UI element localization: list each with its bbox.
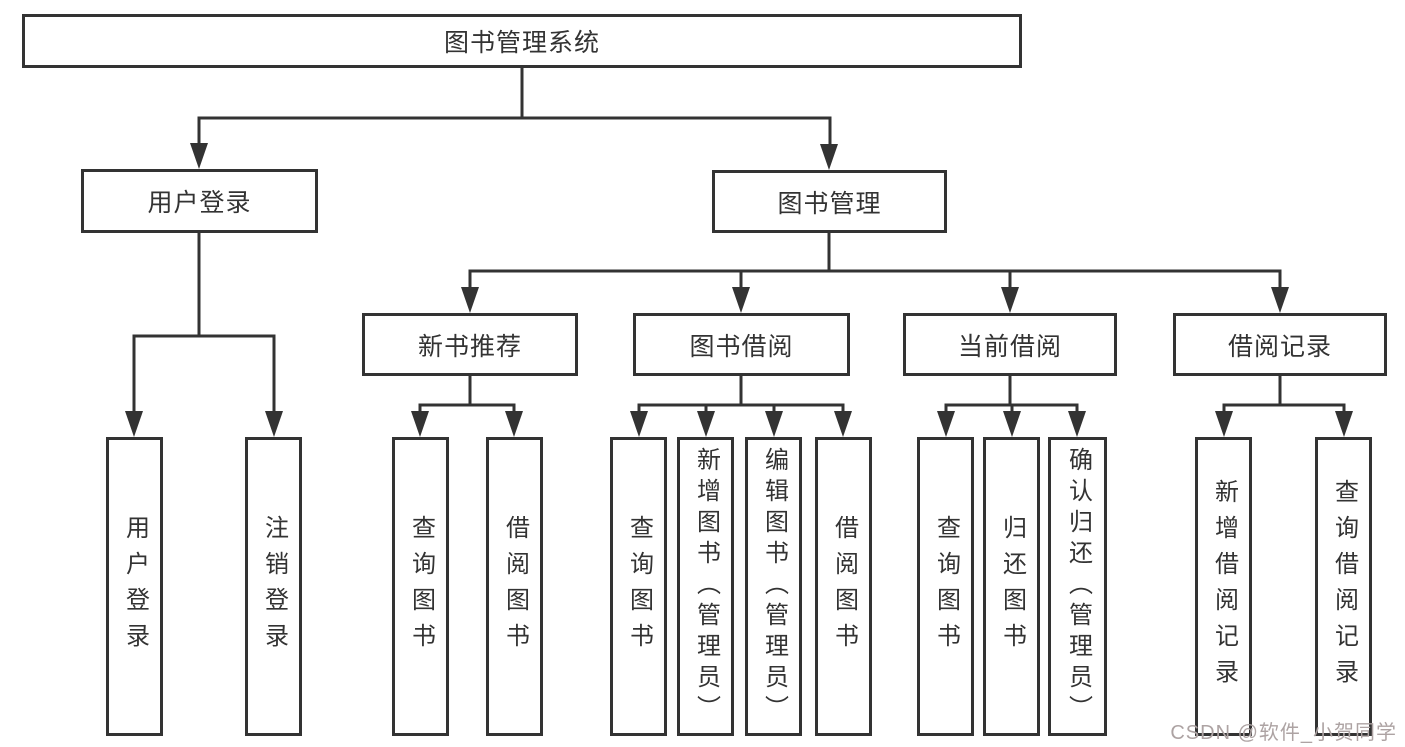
node-label: 借阅记录: [1227, 332, 1332, 361]
node-label: 图书管理系统: [443, 29, 600, 57]
node-book-management: 图书管理: [712, 170, 947, 233]
arrow-down-icon: [190, 143, 208, 169]
leaf-query-borrow-record: 查询借阅记录: [1315, 437, 1372, 736]
arrow-down-icon: [1068, 411, 1086, 437]
arrow-down-icon: [765, 411, 783, 437]
arrow-down-icon: [937, 411, 955, 437]
arrow-down-icon: [732, 287, 750, 313]
node-label: 图书管理: [777, 189, 882, 218]
arrow-down-icon: [697, 411, 715, 437]
leaf-label: 编辑图书（管理员）: [760, 447, 788, 726]
arrow-down-icon: [1001, 287, 1019, 313]
leaf-query-books: 查询图书: [610, 437, 667, 736]
arrow-down-icon: [1215, 411, 1233, 437]
leaf-edit-book-admin: 编辑图书（管理员）: [745, 437, 802, 736]
leaf-label: 借阅图书: [501, 514, 529, 659]
arrow-down-icon: [834, 411, 852, 437]
csdn-watermark: CSDN @软件_小贺同学: [1170, 722, 1397, 744]
leaf-user-login: 用户登录: [106, 437, 163, 736]
leaf-label: 用户登录: [121, 514, 149, 659]
arrow-down-icon: [265, 411, 283, 437]
arrow-down-icon: [1003, 411, 1021, 437]
arrow-down-icon: [820, 144, 838, 170]
leaf-label: 借阅图书: [830, 514, 858, 659]
leaf-return-book: 归还图书: [983, 437, 1040, 736]
arrow-down-icon: [630, 411, 648, 437]
leaf-label: 新增借阅记录: [1210, 478, 1238, 695]
node-library-management-system: 图书管理系统: [22, 14, 1022, 68]
node-label: 新书推荐: [417, 332, 522, 361]
leaf-label: 确认归还（管理员）: [1064, 447, 1092, 726]
node-label: 用户登录: [147, 189, 252, 217]
leaf-label: 查询借阅记录: [1330, 478, 1358, 695]
arrow-down-icon: [1335, 411, 1353, 437]
leaf-add-book-admin: 新增图书（管理员）: [677, 437, 734, 736]
leaf-borrow-books: 借阅图书: [815, 437, 872, 736]
node-user-login: 用户登录: [81, 169, 318, 233]
leaf-logout: 注销登录: [245, 437, 302, 736]
leaf-query-books: 查询图书: [392, 437, 449, 736]
arrow-down-icon: [505, 411, 523, 437]
arrow-down-icon: [125, 411, 143, 437]
leaf-add-borrow-record: 新增借阅记录: [1195, 437, 1252, 736]
leaf-query-books: 查询图书: [917, 437, 974, 736]
arrow-down-icon: [461, 287, 479, 313]
leaf-label: 查询图书: [932, 514, 960, 659]
leaf-label: 注销登录: [260, 514, 288, 659]
arrowhead-icons: [125, 143, 1353, 437]
node-book-borrowing: 图书借阅: [633, 313, 850, 376]
arrow-down-icon: [411, 411, 429, 437]
arrow-down-icon: [1271, 287, 1289, 313]
leaf-label: 新增图书（管理员）: [692, 447, 720, 726]
node-label: 当前借阅: [957, 332, 1062, 361]
node-label: 图书借阅: [689, 332, 794, 361]
node-current-borrowing: 当前借阅: [903, 313, 1117, 376]
leaf-borrow-books: 借阅图书: [486, 437, 543, 736]
node-borrowing-records: 借阅记录: [1173, 313, 1387, 376]
leaf-confirm-return-admin: 确认归还（管理员）: [1048, 437, 1107, 736]
leaf-label: 归还图书: [998, 514, 1026, 659]
leaf-label: 查询图书: [625, 514, 653, 659]
leaf-label: 查询图书: [407, 514, 435, 659]
tree-edges: [132, 68, 1346, 413]
node-new-book-recommendation: 新书推荐: [362, 313, 578, 376]
